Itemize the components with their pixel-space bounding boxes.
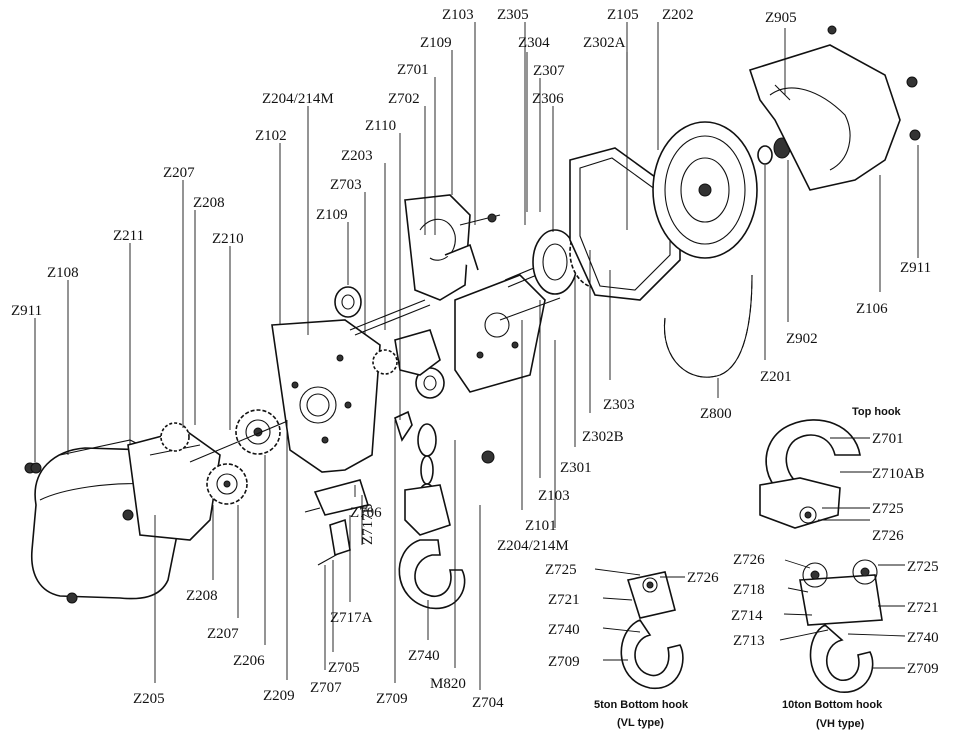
label-z207-top: Z207: [163, 165, 195, 181]
label-z911-left: Z911: [11, 303, 42, 319]
wheel-cover-z106: [748, 25, 901, 191]
label-z101: Z101: [525, 518, 557, 534]
label-z717a: Z717A: [330, 610, 373, 626]
label-vl-z709: Z709: [548, 654, 580, 670]
label-z204-214m-bottom: Z204/214M: [497, 538, 569, 554]
label-z203: Z203: [341, 148, 373, 164]
label-z740-center: Z740: [408, 648, 440, 664]
nut-z911-left: [30, 462, 42, 474]
label-z707: Z707: [310, 680, 342, 696]
label-vh-z725: Z725: [907, 559, 939, 575]
label-z205: Z205: [133, 691, 165, 707]
label-z905: Z905: [765, 10, 797, 26]
label-top-z710ab: Z710AB: [872, 466, 925, 482]
vl-bottom-hook: [620, 571, 684, 689]
label-m820: M820: [430, 676, 466, 692]
label-z202: Z202: [662, 7, 694, 23]
label-z702: Z702: [388, 91, 420, 107]
label-z210: Z210: [212, 231, 244, 247]
gear-z208: [206, 463, 248, 505]
label-z211: Z211: [113, 228, 144, 244]
roller-z109: [334, 286, 362, 318]
label-z105: Z105: [607, 7, 639, 23]
label-z110: Z110: [365, 118, 396, 134]
label-z103-bottom: Z103: [538, 488, 570, 504]
label-z209: Z209: [263, 688, 295, 704]
label-z102: Z102: [255, 128, 287, 144]
label-z307: Z307: [533, 63, 565, 79]
label-z103-top: Z103: [442, 7, 474, 23]
label-z703: Z703: [330, 177, 362, 193]
label-z302b: Z302B: [582, 429, 624, 445]
label-vh-z709: Z709: [907, 661, 939, 677]
label-z108: Z108: [47, 265, 79, 281]
label-z800: Z800: [700, 406, 732, 422]
caption-vh-line2: (VH type): [816, 718, 865, 730]
label-z902: Z902: [786, 331, 818, 347]
hand-wheel-z202: [652, 121, 758, 259]
label-top-z726: Z726: [872, 528, 904, 544]
label-z911-right: Z911: [900, 260, 931, 276]
stopper-parts: [304, 479, 370, 566]
label-z704: Z704: [472, 695, 504, 711]
label-z717b: Z717B: [360, 503, 376, 545]
label-z109-left: Z109: [316, 207, 348, 223]
label-z303: Z303: [603, 397, 635, 413]
label-vl-z721: Z721: [548, 592, 580, 608]
part-labels: Z103 Z305 Z105 Z202 Z905 Z109 Z304 Z302A…: [11, 7, 939, 730]
bottom-hook-center: [398, 484, 466, 610]
label-z206: Z206: [233, 653, 265, 669]
caption-vl-line1: 5ton Bottom hook: [594, 699, 689, 711]
label-vl-z725: Z725: [545, 562, 577, 578]
label-z705: Z705: [328, 660, 360, 676]
label-z208-bottom: Z208: [186, 588, 218, 604]
label-vh-z713: Z713: [733, 633, 765, 649]
nut-center: [481, 450, 495, 464]
label-z306: Z306: [532, 91, 564, 107]
caption-top-hook: Top hook: [852, 406, 902, 418]
top-hook-bracket: [404, 194, 501, 301]
label-z207-bottom: Z207: [207, 626, 239, 642]
label-vh-z726: Z726: [733, 552, 765, 568]
pin-z203: [349, 299, 426, 331]
roller-z109b: [415, 367, 445, 399]
pinion-z703: [372, 329, 441, 376]
side-plate-z102: [271, 319, 381, 473]
gear-z207-small: [160, 422, 190, 452]
label-z305: Z305: [497, 7, 529, 23]
label-z302a: Z302A: [583, 35, 626, 51]
main-frame-z101: [454, 274, 561, 393]
vh-bottom-hook: [799, 559, 883, 693]
label-vl-z726: Z726: [687, 570, 719, 586]
label-top-z725: Z725: [872, 501, 904, 517]
label-vl-z740: Z740: [548, 622, 580, 638]
label-z301: Z301: [560, 460, 592, 476]
nut-z911-b: [909, 129, 921, 141]
label-z204-214m-top: Z204/214M: [262, 91, 334, 107]
leader-lines: [34, 22, 919, 690]
label-vh-z740: Z740: [907, 630, 939, 646]
label-vh-z718: Z718: [733, 582, 765, 598]
gear-shaft: [189, 419, 291, 463]
label-vh-z714: Z714: [731, 608, 763, 624]
label-z208-top: Z208: [193, 195, 225, 211]
nut-z911-a: [906, 76, 918, 88]
gear-z207: [235, 409, 281, 455]
label-z106: Z106: [856, 301, 888, 317]
label-z706: Z706: [350, 505, 382, 521]
caption-vl-line2: (VL type): [617, 717, 664, 729]
label-vh-z721: Z721: [907, 600, 939, 616]
label-z701: Z701: [397, 62, 429, 78]
label-z201: Z201: [760, 369, 792, 385]
caption-vh-line1: 10ton Bottom hook: [782, 699, 883, 711]
label-z109-top: Z109: [420, 35, 452, 51]
hand-chain-z800: [663, 274, 753, 378]
top-hook-detail: [759, 419, 861, 529]
label-top-z701: Z701: [872, 431, 904, 447]
label-z304: Z304: [518, 35, 550, 51]
label-z709-left: Z709: [376, 691, 408, 707]
